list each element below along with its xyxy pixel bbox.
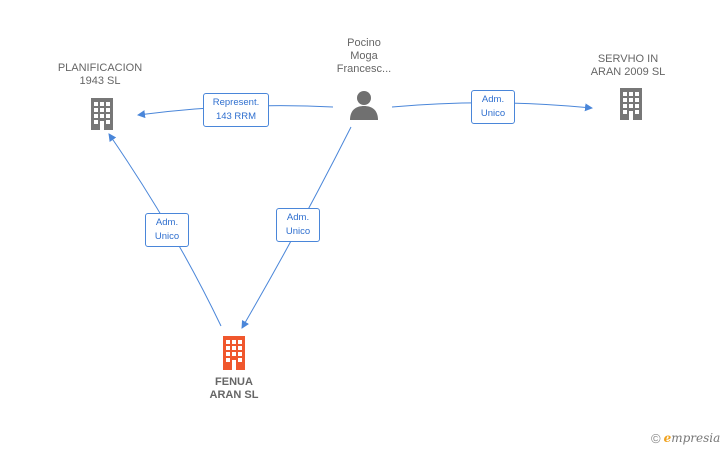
node-label-line: Francesc... <box>336 63 392 75</box>
node-label-line: PLANIFICACION <box>57 62 143 74</box>
node-label-person: Pocino Moga Francesc... <box>304 37 424 76</box>
edge-label-line: Adm. <box>286 212 310 223</box>
brand-name-rest: mpresia <box>671 431 721 445</box>
node-label-fenua: FENUA ARAN SL <box>174 376 294 402</box>
node-label-line: FENUA <box>215 376 253 388</box>
edge-label-fenua-planificacion: Adm. Unico <box>145 213 189 247</box>
node-label-line: ARAN SL <box>209 389 259 401</box>
edge-label-person-fenua: Adm. Unico <box>276 208 320 242</box>
edge-label-line: Adm. <box>481 94 505 105</box>
node-label-planificacion: PLANIFICACION 1943 SL <box>40 62 160 88</box>
edge-label-line: Unico <box>285 226 311 237</box>
edge-label-line: 143 RRM <box>215 111 257 122</box>
node-label-servho: SERVHO IN ARAN 2009 SL <box>568 53 688 79</box>
node-label-line: 1943 SL <box>79 75 121 87</box>
building-icon <box>620 88 642 120</box>
edge-label-person-servho: Adm. Unico <box>471 90 515 124</box>
brand-watermark: © empresia <box>651 430 720 446</box>
copyright-symbol: © <box>651 430 661 446</box>
node-label-line: ARAN 2009 SL <box>590 66 666 78</box>
brand-name: empresia <box>664 431 721 445</box>
node-label-line: Moga <box>350 50 378 62</box>
edge-label-person-planificacion: Represent. 143 RRM <box>203 93 269 127</box>
edge-label-line: Represent. <box>212 97 260 108</box>
person-icon <box>350 91 378 120</box>
edge-label-line: Adm. <box>155 217 179 228</box>
edge-label-line: Unico <box>480 108 506 119</box>
brand-initial: e <box>663 431 672 445</box>
node-label-line: SERVHO IN <box>597 53 659 65</box>
edge-label-line: Unico <box>154 231 180 242</box>
node-label-line: Pocino <box>347 37 381 49</box>
building-icon <box>223 336 245 370</box>
building-icon <box>91 98 113 130</box>
